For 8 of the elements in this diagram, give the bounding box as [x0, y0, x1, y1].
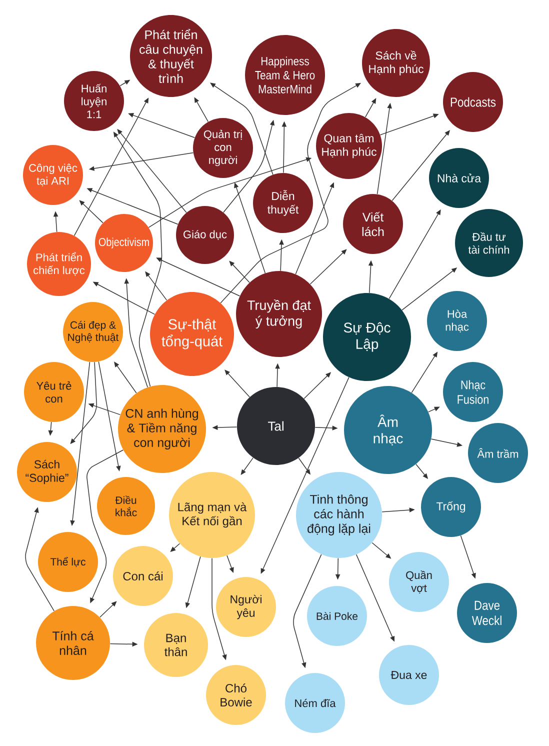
arrow: [170, 543, 180, 552]
arrow: [210, 82, 274, 175]
arrow: [114, 362, 137, 394]
arrow: [100, 601, 117, 618]
arrow: [79, 200, 104, 224]
arrow: [224, 370, 250, 398]
arrow: [310, 249, 347, 284]
arrow: [365, 98, 376, 118]
